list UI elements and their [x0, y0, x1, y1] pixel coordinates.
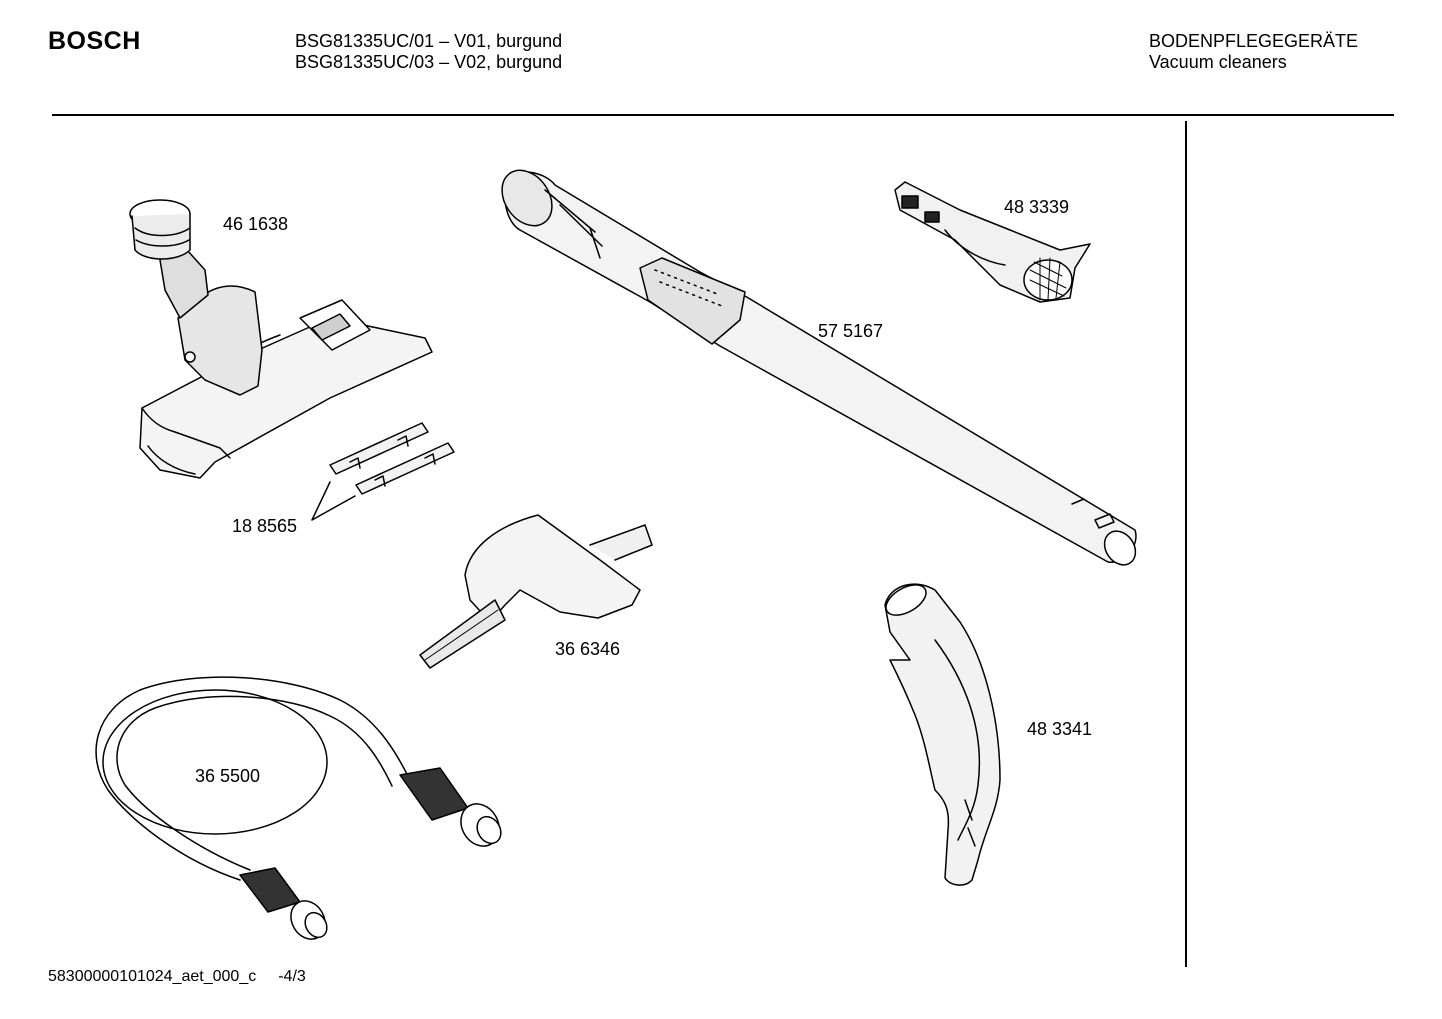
footer: 58300000101024_aet_000_c -4/3	[48, 968, 306, 986]
category-block: BODENPFLEGEGERÄTE Vacuum cleaners	[1149, 31, 1358, 73]
document-id: 58300000101024_aet_000_c	[48, 968, 257, 985]
part-number-label: 18 8565	[232, 516, 298, 536]
page-number: -4/3	[278, 968, 306, 985]
telescopic-tube-illustration	[501, 169, 1137, 566]
floor-nozzle-illustration	[129, 199, 433, 479]
model-line: BSG81335UC/03 – V02, burgund	[295, 52, 563, 72]
margin-divider	[1185, 121, 1187, 967]
part-number-label: 36 5500	[195, 766, 261, 786]
part-number-label: 36 6346	[555, 639, 621, 659]
part-number-label: 57 5167	[818, 321, 884, 341]
part-number-label: 48 3341	[1027, 719, 1093, 739]
crevice-brush-illustration	[894, 181, 1091, 303]
model-list: BSG81335UC/01 – V01, burgund BSG81335UC/…	[295, 31, 562, 73]
category-english: Vacuum cleaners	[1149, 52, 1287, 72]
upholstery-nozzle-illustration	[419, 514, 653, 669]
hose-handle-illustration	[884, 583, 1001, 886]
model-line: BSG81335UC/01 – V01, burgund	[295, 31, 563, 51]
nozzle-strips-illustration	[311, 422, 455, 521]
part-number-label: 46 1638	[223, 214, 289, 234]
suction-hose-illustration	[95, 676, 502, 940]
brand-logo: BOSCH	[48, 27, 141, 55]
part-number-label: 48 3339	[1004, 197, 1070, 217]
header-divider	[52, 114, 1394, 116]
category-german: BODENPFLEGEGERÄTE	[1149, 31, 1359, 51]
